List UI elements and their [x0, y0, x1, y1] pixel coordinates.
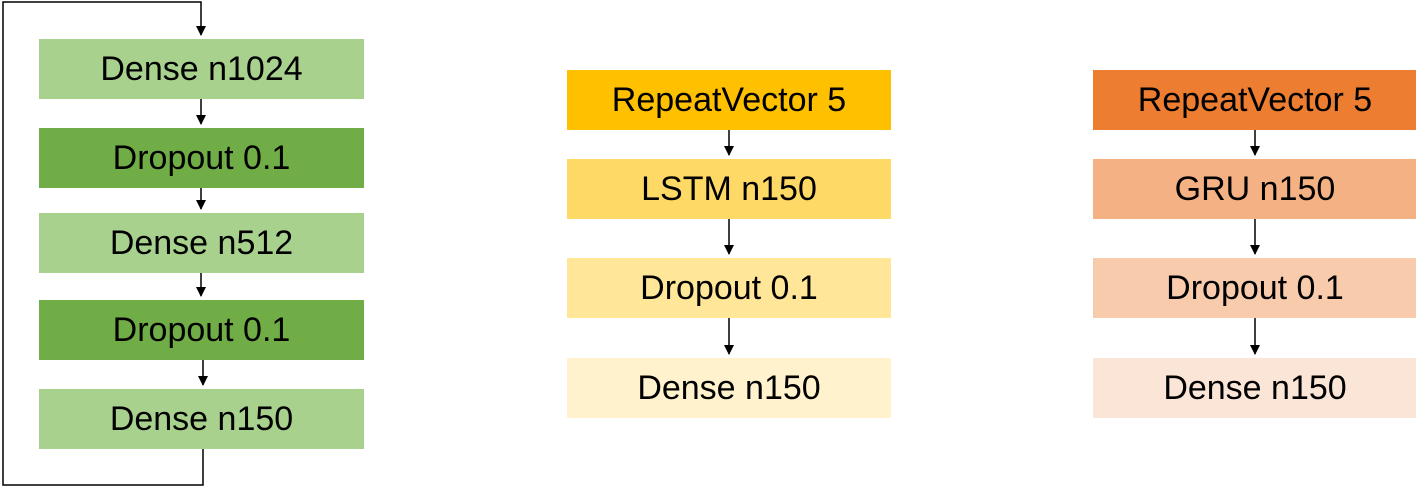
block-dense-n1024: Dense n1024 [39, 39, 364, 99]
block-gru-n150: GRU n150 [1093, 159, 1416, 219]
block-repeatvector: RepeatVector 5 [567, 70, 891, 130]
block-dense-n150: Dense n150 [567, 358, 891, 418]
feedback-loop-line [2, 1, 206, 486]
block-dropout: Dropout 0.1 [567, 258, 891, 318]
block-dense-n512: Dense n512 [39, 213, 364, 273]
block-lstm-n150: LSTM n150 [567, 159, 891, 219]
block-dropout-1: Dropout 0.1 [39, 128, 364, 188]
block-dropout-2: Dropout 0.1 [39, 300, 364, 360]
block-dense-n150: Dense n150 [1093, 358, 1416, 418]
block-dropout: Dropout 0.1 [1093, 258, 1416, 318]
block-dense-n150: Dense n150 [39, 389, 364, 449]
block-repeatvector: RepeatVector 5 [1093, 70, 1416, 130]
